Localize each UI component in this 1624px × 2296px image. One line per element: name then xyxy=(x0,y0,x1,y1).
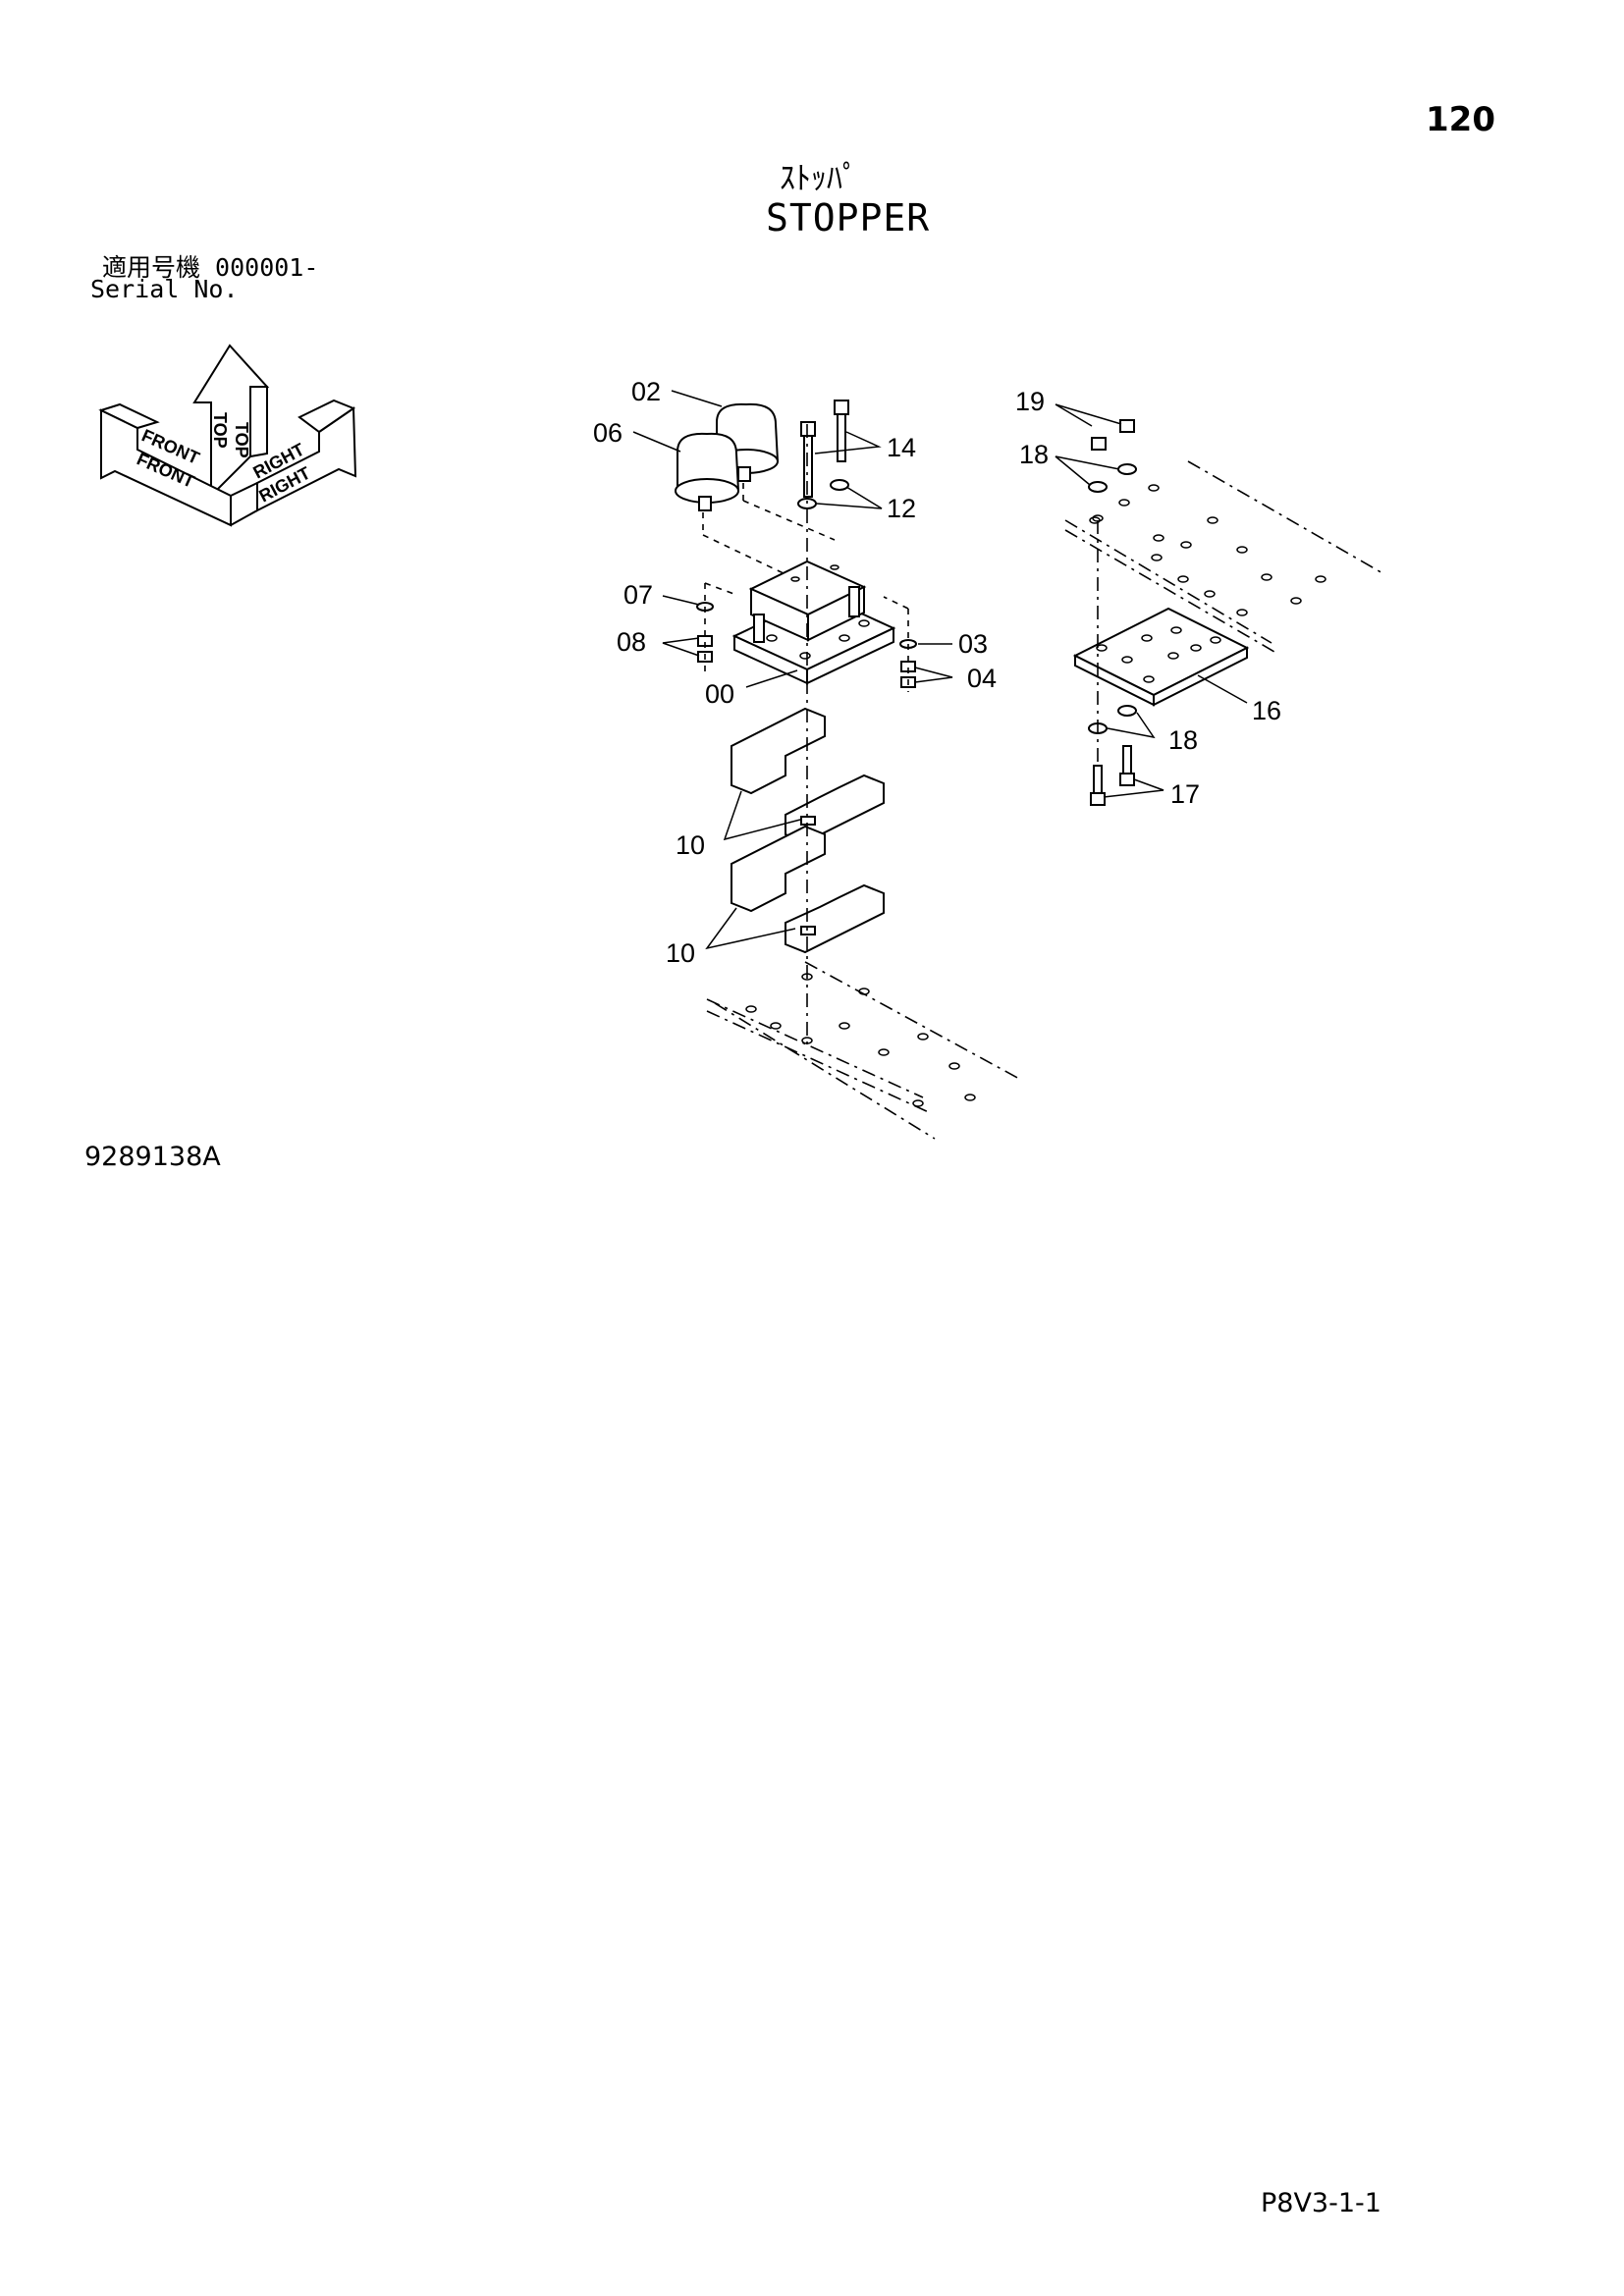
callout-00: 00 xyxy=(705,679,734,709)
footer-code: P8V3-1-1 xyxy=(1261,2188,1381,2218)
washer-12b xyxy=(830,479,849,491)
callout-14: 14 xyxy=(887,433,916,462)
washer-18a xyxy=(1117,463,1137,475)
callout-17: 17 xyxy=(1170,779,1200,809)
drawing-number: 9289138A xyxy=(84,1142,221,1172)
callout-10-upper: 10 xyxy=(676,830,705,860)
plate-16 xyxy=(1072,607,1250,707)
page-number: 120 xyxy=(1426,100,1495,139)
callout-18-lower: 18 xyxy=(1168,725,1198,755)
orientation-top-label: TOP xyxy=(232,422,251,458)
rubber-stopper-06 xyxy=(675,432,740,511)
plate-assembly xyxy=(1064,419,1385,806)
orientation-top-small: TOP xyxy=(210,412,230,449)
orientation-arrow-icon: FRONT FRONT TOP TOP RIGHT RIGHT xyxy=(98,344,357,527)
stopper-bracket-00 xyxy=(731,560,896,685)
callout-08: 08 xyxy=(617,627,646,657)
callout-18-upper: 18 xyxy=(1019,440,1049,469)
shim-plates-lower xyxy=(731,825,885,954)
nut-19a xyxy=(1119,419,1135,433)
shim-plates-upper xyxy=(731,707,885,844)
callout-10-lower: 10 xyxy=(666,938,695,968)
callout-16: 16 xyxy=(1252,696,1281,725)
nut-19b xyxy=(1091,437,1107,451)
bolt-17 xyxy=(1090,745,1135,806)
callout-labels: 02 06 14 12 07 08 03 04 00 10 10 19 18 1… xyxy=(593,377,1281,968)
base-frame-lower xyxy=(706,961,1022,1140)
callout-19: 19 xyxy=(1015,387,1045,416)
washer-18d xyxy=(1117,705,1137,717)
title-japanese: ｽﾄｯﾊﾟ xyxy=(780,159,859,196)
callout-12: 12 xyxy=(887,494,916,523)
stopper-assembly xyxy=(675,400,1022,1140)
callout-03: 03 xyxy=(958,629,988,659)
callout-04: 04 xyxy=(967,664,997,693)
callout-06: 06 xyxy=(593,418,623,448)
serial-label-japanese: 適用号機 000001- xyxy=(102,253,319,282)
serial-label: Serial No. xyxy=(90,275,239,303)
callout-07: 07 xyxy=(623,580,653,610)
page-title: STOPPER xyxy=(766,196,931,240)
washer-18b xyxy=(1088,481,1108,493)
bolt-14 xyxy=(800,400,849,498)
callout-leaders xyxy=(632,390,1248,950)
callout-02: 02 xyxy=(631,377,661,406)
